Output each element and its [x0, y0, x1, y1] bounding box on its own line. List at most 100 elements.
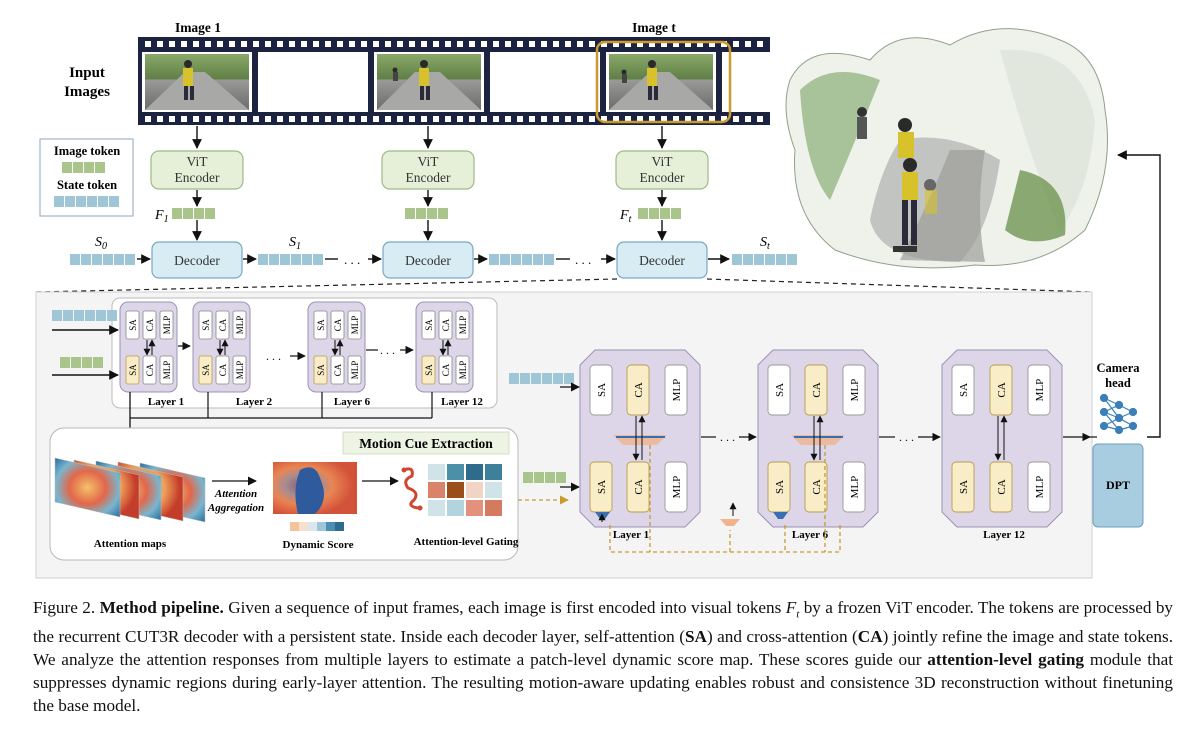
- image-tokens-big: [523, 472, 566, 483]
- svg-text:CA: CA: [218, 318, 228, 331]
- ellipsis-5: . . .: [720, 430, 735, 444]
- svg-text:CA: CA: [633, 382, 645, 397]
- image-tokens-1: [172, 208, 215, 219]
- mini-layer-1-label: Layer 1: [148, 396, 184, 408]
- caption-ca: CA: [857, 627, 883, 647]
- mini-layer-1: SA CA MLP SA CA MLP: [119, 301, 178, 393]
- svg-text:MLP: MLP: [458, 361, 468, 380]
- mini-layer-12-label: Layer 12: [441, 396, 483, 408]
- svg-text:Decoder: Decoder: [405, 253, 451, 268]
- ellipsis-1: . . .: [344, 252, 360, 267]
- current-frame-highlight: [595, 40, 732, 124]
- caption-text-5: module that suppresses dynamic regions d…: [33, 650, 1173, 715]
- film-strip: [138, 37, 770, 125]
- svg-text:SA: SA: [128, 364, 138, 376]
- caption-sa: SA: [684, 627, 707, 647]
- svg-text:MLP: MLP: [671, 476, 683, 499]
- svg-text:SA: SA: [958, 480, 970, 494]
- svg-text:Encoder: Encoder: [640, 170, 685, 185]
- gating-icon: [401, 467, 423, 511]
- ellipsis-4: . . .: [380, 343, 395, 357]
- state-tokens-s1: [258, 254, 323, 265]
- svg-text:CA: CA: [441, 363, 451, 376]
- svg-text:MLP: MLP: [849, 476, 861, 499]
- svg-text:MLP: MLP: [350, 361, 360, 380]
- decoder-t: Decoder: [616, 241, 708, 279]
- gating-grid: [428, 464, 502, 516]
- image-tokens-t: [638, 208, 681, 219]
- camera-head-label-1: Camera: [1096, 361, 1140, 375]
- state-tokens-big: [509, 373, 574, 384]
- figure-caption: Figure 2. Method pipeline. Given a seque…: [33, 597, 1173, 717]
- decoder-2: Decoder: [382, 241, 474, 279]
- svg-text:SA: SA: [424, 364, 434, 376]
- dynamic-score-map: [273, 462, 357, 531]
- state-tokens-s0: [70, 254, 135, 265]
- svg-text:Decoder: Decoder: [639, 253, 685, 268]
- ellipsis-3: . . .: [266, 349, 281, 363]
- svg-text:MLP: MLP: [1034, 476, 1046, 499]
- svg-text:MLP: MLP: [235, 361, 245, 380]
- mini-layer-2-label: Layer 2: [236, 396, 273, 408]
- big-layer-12: SA CA MLP SA CA MLP: [941, 349, 1063, 528]
- svg-text:MLP: MLP: [671, 379, 683, 402]
- big-layer-12-label: Layer 12: [983, 529, 1025, 541]
- svg-text:ViT: ViT: [418, 154, 440, 169]
- caption-gating: attention-level gating: [927, 650, 1084, 670]
- svg-text:CA: CA: [996, 382, 1008, 397]
- image-tokens-2: [405, 208, 448, 219]
- camera-head-label-2: head: [1105, 376, 1131, 390]
- svg-text:CA: CA: [811, 382, 823, 397]
- svg-text:MLP: MLP: [162, 361, 172, 380]
- frame-image-mid: [377, 54, 481, 110]
- f1-label: F1: [154, 208, 169, 225]
- imaget-label: Image t: [632, 20, 676, 35]
- state-tokens-st: [732, 254, 797, 265]
- svg-text:ViT: ViT: [652, 154, 674, 169]
- svg-text:SA: SA: [596, 383, 608, 397]
- svg-text:SA: SA: [316, 319, 326, 331]
- caption-fig-label: Figure 2.: [33, 598, 100, 617]
- svg-text:SA: SA: [958, 383, 970, 397]
- legend-state-token: State token: [57, 178, 117, 192]
- mini-layer-6: SA CA MLP SA CA MLP: [307, 301, 366, 393]
- frame-image-t: [609, 54, 713, 110]
- caption-text-1: Given a sequence of input frames, each i…: [223, 598, 786, 617]
- caption-ft-sub: t: [796, 608, 800, 621]
- svg-text:DPT: DPT: [1106, 478, 1130, 492]
- svg-text:MLP: MLP: [235, 316, 245, 335]
- dpt-head: DPT: [1092, 443, 1144, 528]
- svg-text:MLP: MLP: [350, 316, 360, 335]
- svg-text:CA: CA: [145, 318, 155, 331]
- caption-text-3: ) and cross-attention (: [706, 627, 858, 647]
- images-label: Images: [64, 84, 110, 100]
- attention-maps-stack: [54, 457, 206, 523]
- state-tokens-in: [52, 310, 117, 321]
- point-cloud-reconstruction: [785, 28, 1108, 269]
- st-label: St: [760, 235, 770, 252]
- svg-text:SA: SA: [316, 364, 326, 376]
- svg-text:CA: CA: [996, 479, 1008, 494]
- state-tokens-mid: [489, 254, 554, 265]
- mini-layer-12: SA CA MLP SA CA MLP: [415, 301, 474, 393]
- big-layer-6-label: Layer 6: [792, 529, 829, 541]
- mini-layer-2: SA CA MLP SA CA MLP: [192, 301, 251, 393]
- image1-label: Image 1: [175, 20, 221, 35]
- dynamic-score-label: Dynamic Score: [283, 539, 354, 551]
- svg-text:MLP: MLP: [162, 316, 172, 335]
- decoder-1: Decoder: [151, 241, 243, 279]
- legend-image-token: Image token: [54, 144, 120, 158]
- svg-text:MLP: MLP: [849, 379, 861, 402]
- svg-text:MLP: MLP: [1034, 379, 1046, 402]
- vit-encoder-2: ViT Encoder: [381, 150, 475, 190]
- svg-text:CA: CA: [145, 363, 155, 376]
- big-layer-6: SA CA MLP SA CA MLP: [757, 349, 879, 528]
- image-tokens-in: [60, 357, 103, 368]
- svg-text:ViT: ViT: [187, 154, 209, 169]
- svg-text:MLP: MLP: [458, 316, 468, 335]
- svg-text:SA: SA: [774, 480, 786, 494]
- input-label: Input: [69, 65, 105, 81]
- svg-text:SA: SA: [596, 480, 608, 494]
- svg-text:SA: SA: [201, 319, 211, 331]
- mini-layer-6-label: Layer 6: [334, 396, 371, 408]
